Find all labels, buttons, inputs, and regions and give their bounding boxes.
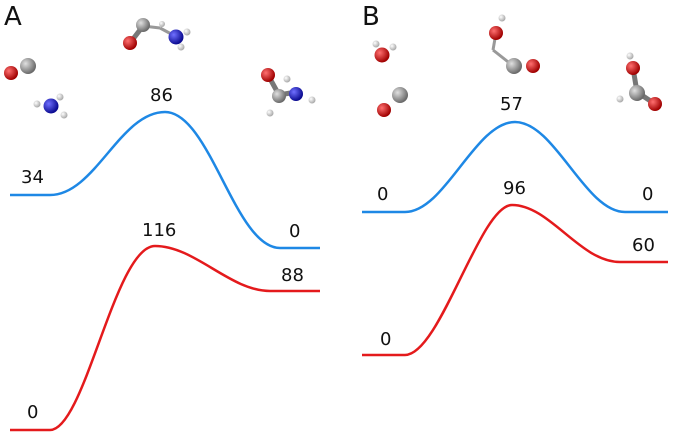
panel-a-label: A (4, 2, 22, 32)
water-molecule-icon (372, 40, 397, 63)
co-ammonia-complex-icon (123, 18, 191, 51)
panel-b-label: B (362, 2, 380, 32)
formamide-molecule-icon (261, 68, 316, 117)
co-molecule-icon (377, 87, 408, 117)
panel-b-curve-blue (362, 120, 668, 214)
formic-acid-molecule-icon (616, 52, 662, 111)
panel-b-blue-product-value: 0 (642, 184, 654, 205)
panel-b-red-transition-value: 96 (503, 178, 526, 199)
panel-a-blue-reactant-value: 34 (21, 167, 44, 188)
panel-b-curve-red (362, 203, 668, 357)
panel-a-curve-blue (10, 110, 320, 250)
panel-a-red-reactant-value: 0 (27, 402, 39, 423)
ammonia-molecule-icon (33, 93, 68, 119)
panel-a-red-transition-value: 116 (142, 220, 177, 241)
co-molecule-icon (4, 58, 36, 80)
panel-b-blue-reactant-value: 0 (377, 184, 389, 205)
panel-b-red-reactant-value: 0 (380, 329, 392, 350)
co-water-complex-icon (489, 14, 540, 74)
panel-a-red-product-value: 88 (281, 265, 304, 286)
panel-a-blue-product-value: 0 (289, 221, 301, 242)
panel-a-blue-transition-value: 86 (150, 85, 173, 106)
panel-b-red-product-value: 60 (632, 235, 655, 256)
panel-b-blue-transition-value: 57 (500, 94, 523, 115)
panel-a-curve-red (10, 244, 320, 432)
